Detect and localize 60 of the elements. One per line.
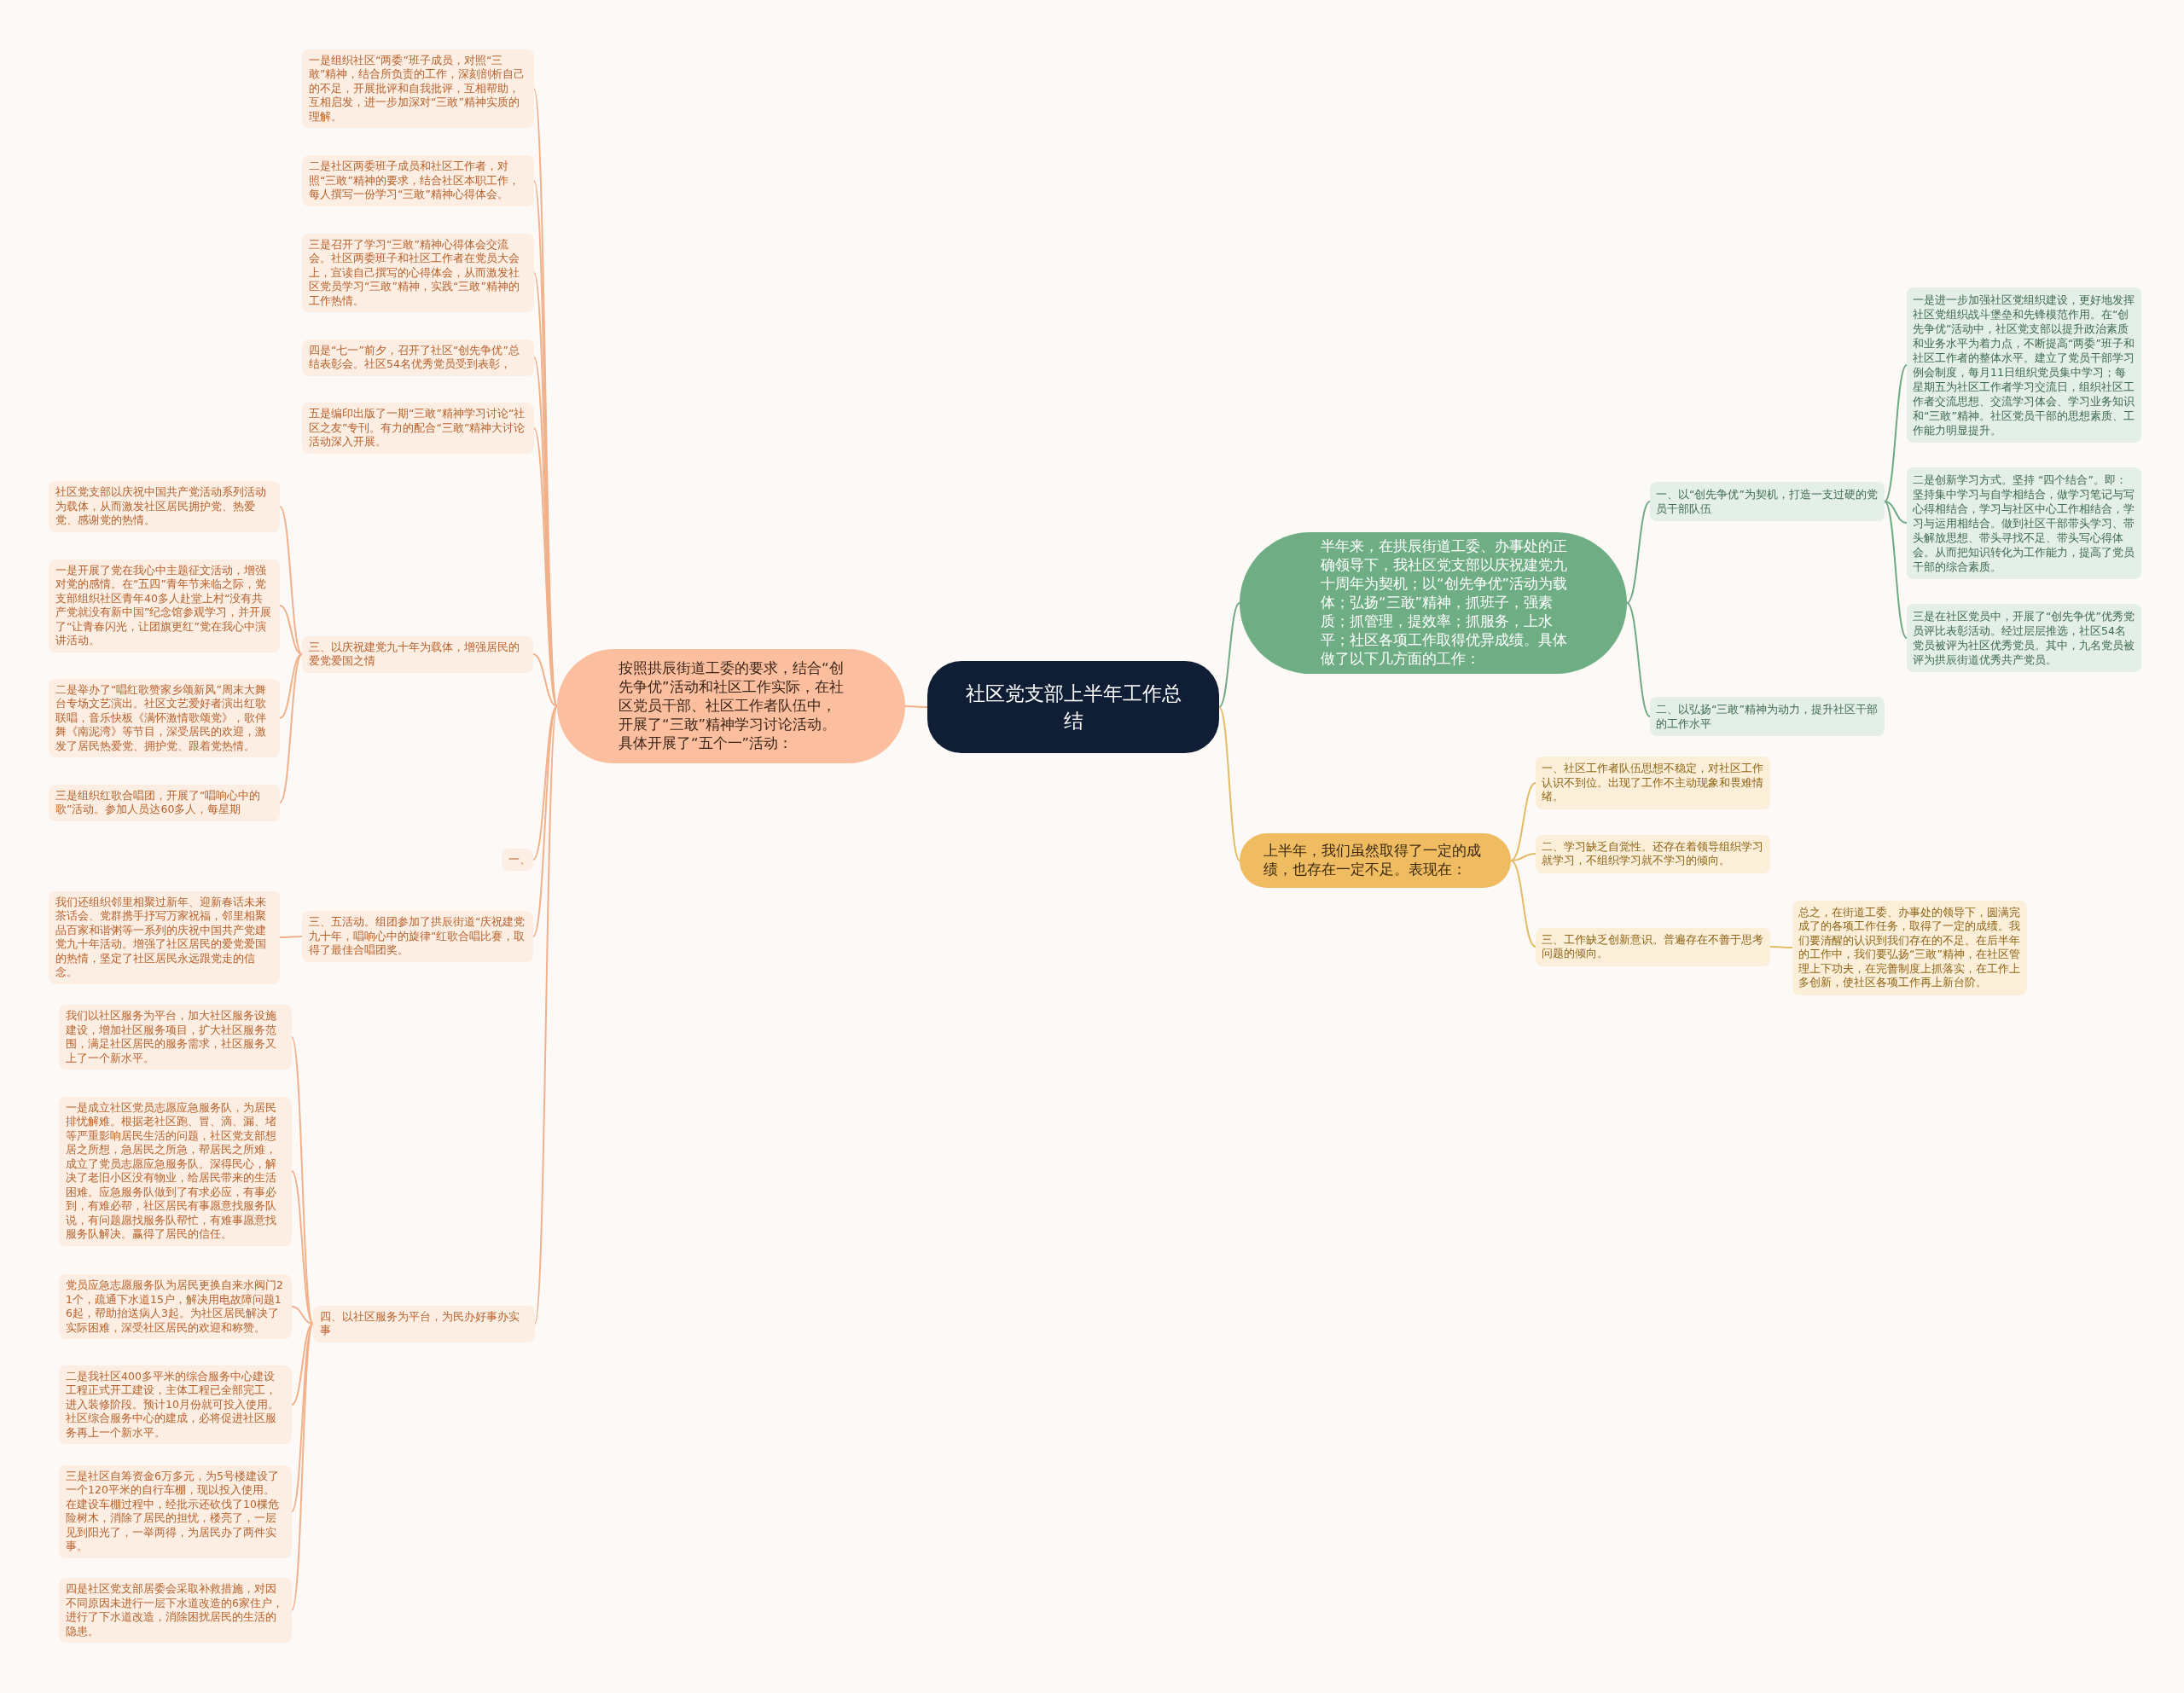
connector-line [1510,860,1536,948]
connector-line [1218,706,1240,861]
subtopic-card: 一、以“创先争优”为契机，打造一支过硬的党员干部队伍 [1650,482,1885,521]
connector-line [1218,602,1240,708]
connector-line [291,1170,314,1325]
text-card: 三是社区自筹资金6万多元，为5号楼建设了一个120平米的自行车棚，现以投入使用。在建设车棚过程中，经批示还砍伐了10棵危险树木，消除了居民的担忧，楼亮了，一层见到阳光了，一举两得，为居民办了两件实事。 [59,1464,292,1558]
text-card: 一、社区工作者队伍思想不稳定，对社区工作认识不到位。出现了工作不主动现象和畏难情绪。 [1536,757,1770,809]
text-card: 二是创新学习方式。坚持 “四个结合”。即：坚持集中学习与自学相结合，做学习笔记与写心得相结合，学习与社区中心工作相结合，学习与运用相结合。做到社区干部带头学习、带头解放思想、带头寻找不足、带头写心得体会。从而把知识转化为工作能力，提高了党员干部的综合素质。 [1907,467,2141,579]
connector-line [1626,602,1651,717]
text-card: 我们还组织邻里相聚过新年、迎新春话未来茶话会、党群携手抒写万家祝福，邻里相聚品百家和谐粥等一系列的庆祝中国共产党建党九十年活动。增强了社区居民的爱党爱国的热情，坚定了社区居民永远跟党走的信念。 [49,890,280,984]
topic-pill: 半年来，在拱辰街道工委、办事处的正确领导下，我社区党支部以庆祝建党九十周年为契机；以“创先争优”活动为载体；弘扬“三敢”精神，抓班子，强素质；抓管理，提效率；抓服务，上水平；社区各项工作取得优异成绩。具体做了以下几方面的工作： [1240,532,1627,674]
topic-pill: 上半年，我们虽然取得了一定的成绩，也存在一定不足。表现在： [1240,833,1511,888]
connector-line [1626,501,1651,604]
subtopic-card: 二、以弘扬“三敢”精神为动力，提升社区干部的工作水平 [1650,697,1885,736]
subtopic-card: 三、五活动。组团参加了拱辰街道“庆祝建党九十年，唱响心中的旋律”红歌合唱比赛，取得了最佳合唱团奖。 [302,911,533,962]
text-card: 二、学习缺乏自觉性。还存在着领导组织学习就学习，不组织学习就不学习的倾向。 [1536,834,1770,873]
subtopic-card: 三、以庆祝建党九十年为载体，增强居民的爱党爱国之情 [302,635,533,673]
central-topic: 社区党支部上半年工作总结 [927,661,1219,753]
connector-line [279,506,303,655]
connector-line [904,705,928,708]
subtopic-card: 一、 [502,848,533,872]
text-card: 一是成立社区党员志愿应急服务队，为居民排忧解难。根据老社区跑、冒、滴、漏、堵等严重影响居民生活的问题，社区党支部想居之所想，急居民之所急，帮居民之所难，成立了党员志愿应急服务队。深得民心，解决了老旧小区没有物业，给居民带来的生活困难。应急服务队做到了有求必应，有事必到，有难必帮，社区居民有事愿意找服务队说，有问题愿找服务队帮忙，有难事愿意找服务队解决。赢得了居民的信任。 [59,1096,292,1246]
connector-line [279,936,303,938]
text-card: 一是开展了党在我心中主题征文活动，增强对党的感情。在“五四”青年节来临之际，党支部组织社区青年40多人赴堂上村“没有共产党就没有新中国”纪念馆参观学习，并开展了“让青春闪光，让团旗更红”党在我心中演讲活动。 [49,559,280,652]
connector-line [1884,501,1908,524]
text-card: 党员应急志愿服务队为居民更换自来水阀门21个，疏通下水道15户，解决用电故障问题16起，帮助抬送病人3起。为社区居民解决了实际困难，深受社区居民的欢迎和称赞。 [59,1274,292,1339]
text-card: 二是我社区400多平米的综合服务中心建设工程正式开工建设，主体工程已全部完工，进入装修阶段。预计10月份就可投入使用。社区综合服务中心的建成，必将促进社区服务再上一个新水平。 [59,1365,292,1445]
text-card: 一是进一步加强社区党组织建设，更好地发挥社区党组织战斗堡垒和先锋模范作用。在“创先争优”活动中，社区党支部以提升政治素质和业务水平为着力点，不断提高“两委”班子和社区工作者的整体水平。建立了党员干部学习例会制度，每月11日组织党员集中学习；每星期五为社区工作者学习交流日，组织社区工作者交流思想、交流学习体会、学习业务知识和“三敢”精神。社区党员干部的思想素质、工作能力明显提升。 [1907,287,2141,443]
connector-line [1510,782,1536,861]
connector-line [1769,946,1793,948]
text-card: 二是举办了“唱红歌赞家乡颂新风”周末大舞台专场文艺演出。社区文艺爱好者演出红歌联唱，音乐快板《满怀激情歌颂党》，歌伴舞《南泥湾》等节目，深受居民的欢迎，激发了居民热爱党、拥护党、跟着党热情。 [49,678,280,758]
text-card: 三、工作缺乏创新意识。普遍存在不善于思考问题的倾向。 [1536,927,1770,966]
text-card: 四是社区党支部居委会采取补救措施，对因不同原因未进行一层下水道改造的6家住户，进行了下水道改造，消除困扰居民的生活的隐患。 [59,1578,292,1643]
connector-line [532,653,558,707]
connector-line [279,653,303,803]
connector-line [291,1036,314,1325]
connector-line [291,1323,314,1406]
text-card: 三是召开了学习“三敢”精神心得体会交流会。社区两委班子和社区工作者在党员大会上，宣读自己撰写的心得体会，从而激发社区党员学习“三敢”精神，实践“三敢”精神的工作热情。 [302,233,534,313]
text-card: 三是在社区党员中，开展了“创先争优”优秀党员评比表彰活动。经过层层推选，社区54名党员被评为社区优秀党员。其中，九名党员被评为拱辰街道优秀共产党员。 [1907,604,2141,672]
connector-line [279,653,303,719]
topic-pill: 按照拱辰街道工委的要求，结合“创先争优”活动和社区工作实际，在社区党员干部、社区工作者队伍中，开展了“三敢”精神学习讨论活动。具体开展了“五个一”活动： [557,649,905,763]
text-card: 五是编印出版了一期“三敢”精神学习讨论“社区之友”专刊。有力的配合“三敢”精神大讨论活动深入开展。 [302,403,534,454]
connector-line [534,705,558,1325]
connector-line [279,605,303,655]
connector-line [291,1323,314,1611]
connector-line [291,1306,314,1325]
connector-line [533,357,558,707]
connector-line [533,427,558,707]
connector-line [1510,853,1536,861]
connector-line [1884,364,1908,502]
text-card: 社区党支部以庆祝中国共产党活动系列活动为载体，从而激发社区居民拥护党、热爱党、感谢党的热情。 [49,481,280,532]
connector-line [532,705,558,937]
text-card: 总之，在街道工委、办事处的领导下，圆满完成了的各项工作任务，取得了一定的成绩。我们要清醒的认识到我们存在的不足。在后半年的工作中，我们要弘扬“三敢”精神，在社区管理上下功夫，在完善制度上抓落实，在工作上多创新，使社区各项工作再上新台阶。 [1792,900,2027,995]
text-card: 二是社区两委班子成员和社区工作者，对照“三敢”精神的要求，结合社区本职工作，每人撰写一份学习“三敢”精神心得体会。 [302,155,534,206]
text-card: 四是“七一”前夕，召开了社区“创先争优”总结表彰会。社区54名优秀党员受到表彰， [302,339,534,376]
text-card: 三是组织红歌合唱团，开展了“唱响心中的歌”活动。参加人员达60多人，每星期 [49,784,280,821]
text-card: 一是组织社区“两委”班子成员，对照“三敢”精神，结合所负责的工作，深刻剖析自己的不足，开展批评和自我批评，互相帮助，互相启发，进一步加深对“三敢”精神实质的理解。 [302,49,534,129]
text-card: 我们以社区服务为平台，加大社区服务设施建设，增加社区服务项目，扩大社区服务范围，满足社区居民的服务需求，社区服务又上了一个新水平。 [59,1005,292,1070]
subtopic-card: 四、以社区服务为平台，为民办好事办实事 [313,1305,535,1342]
connector-line [1884,501,1908,639]
